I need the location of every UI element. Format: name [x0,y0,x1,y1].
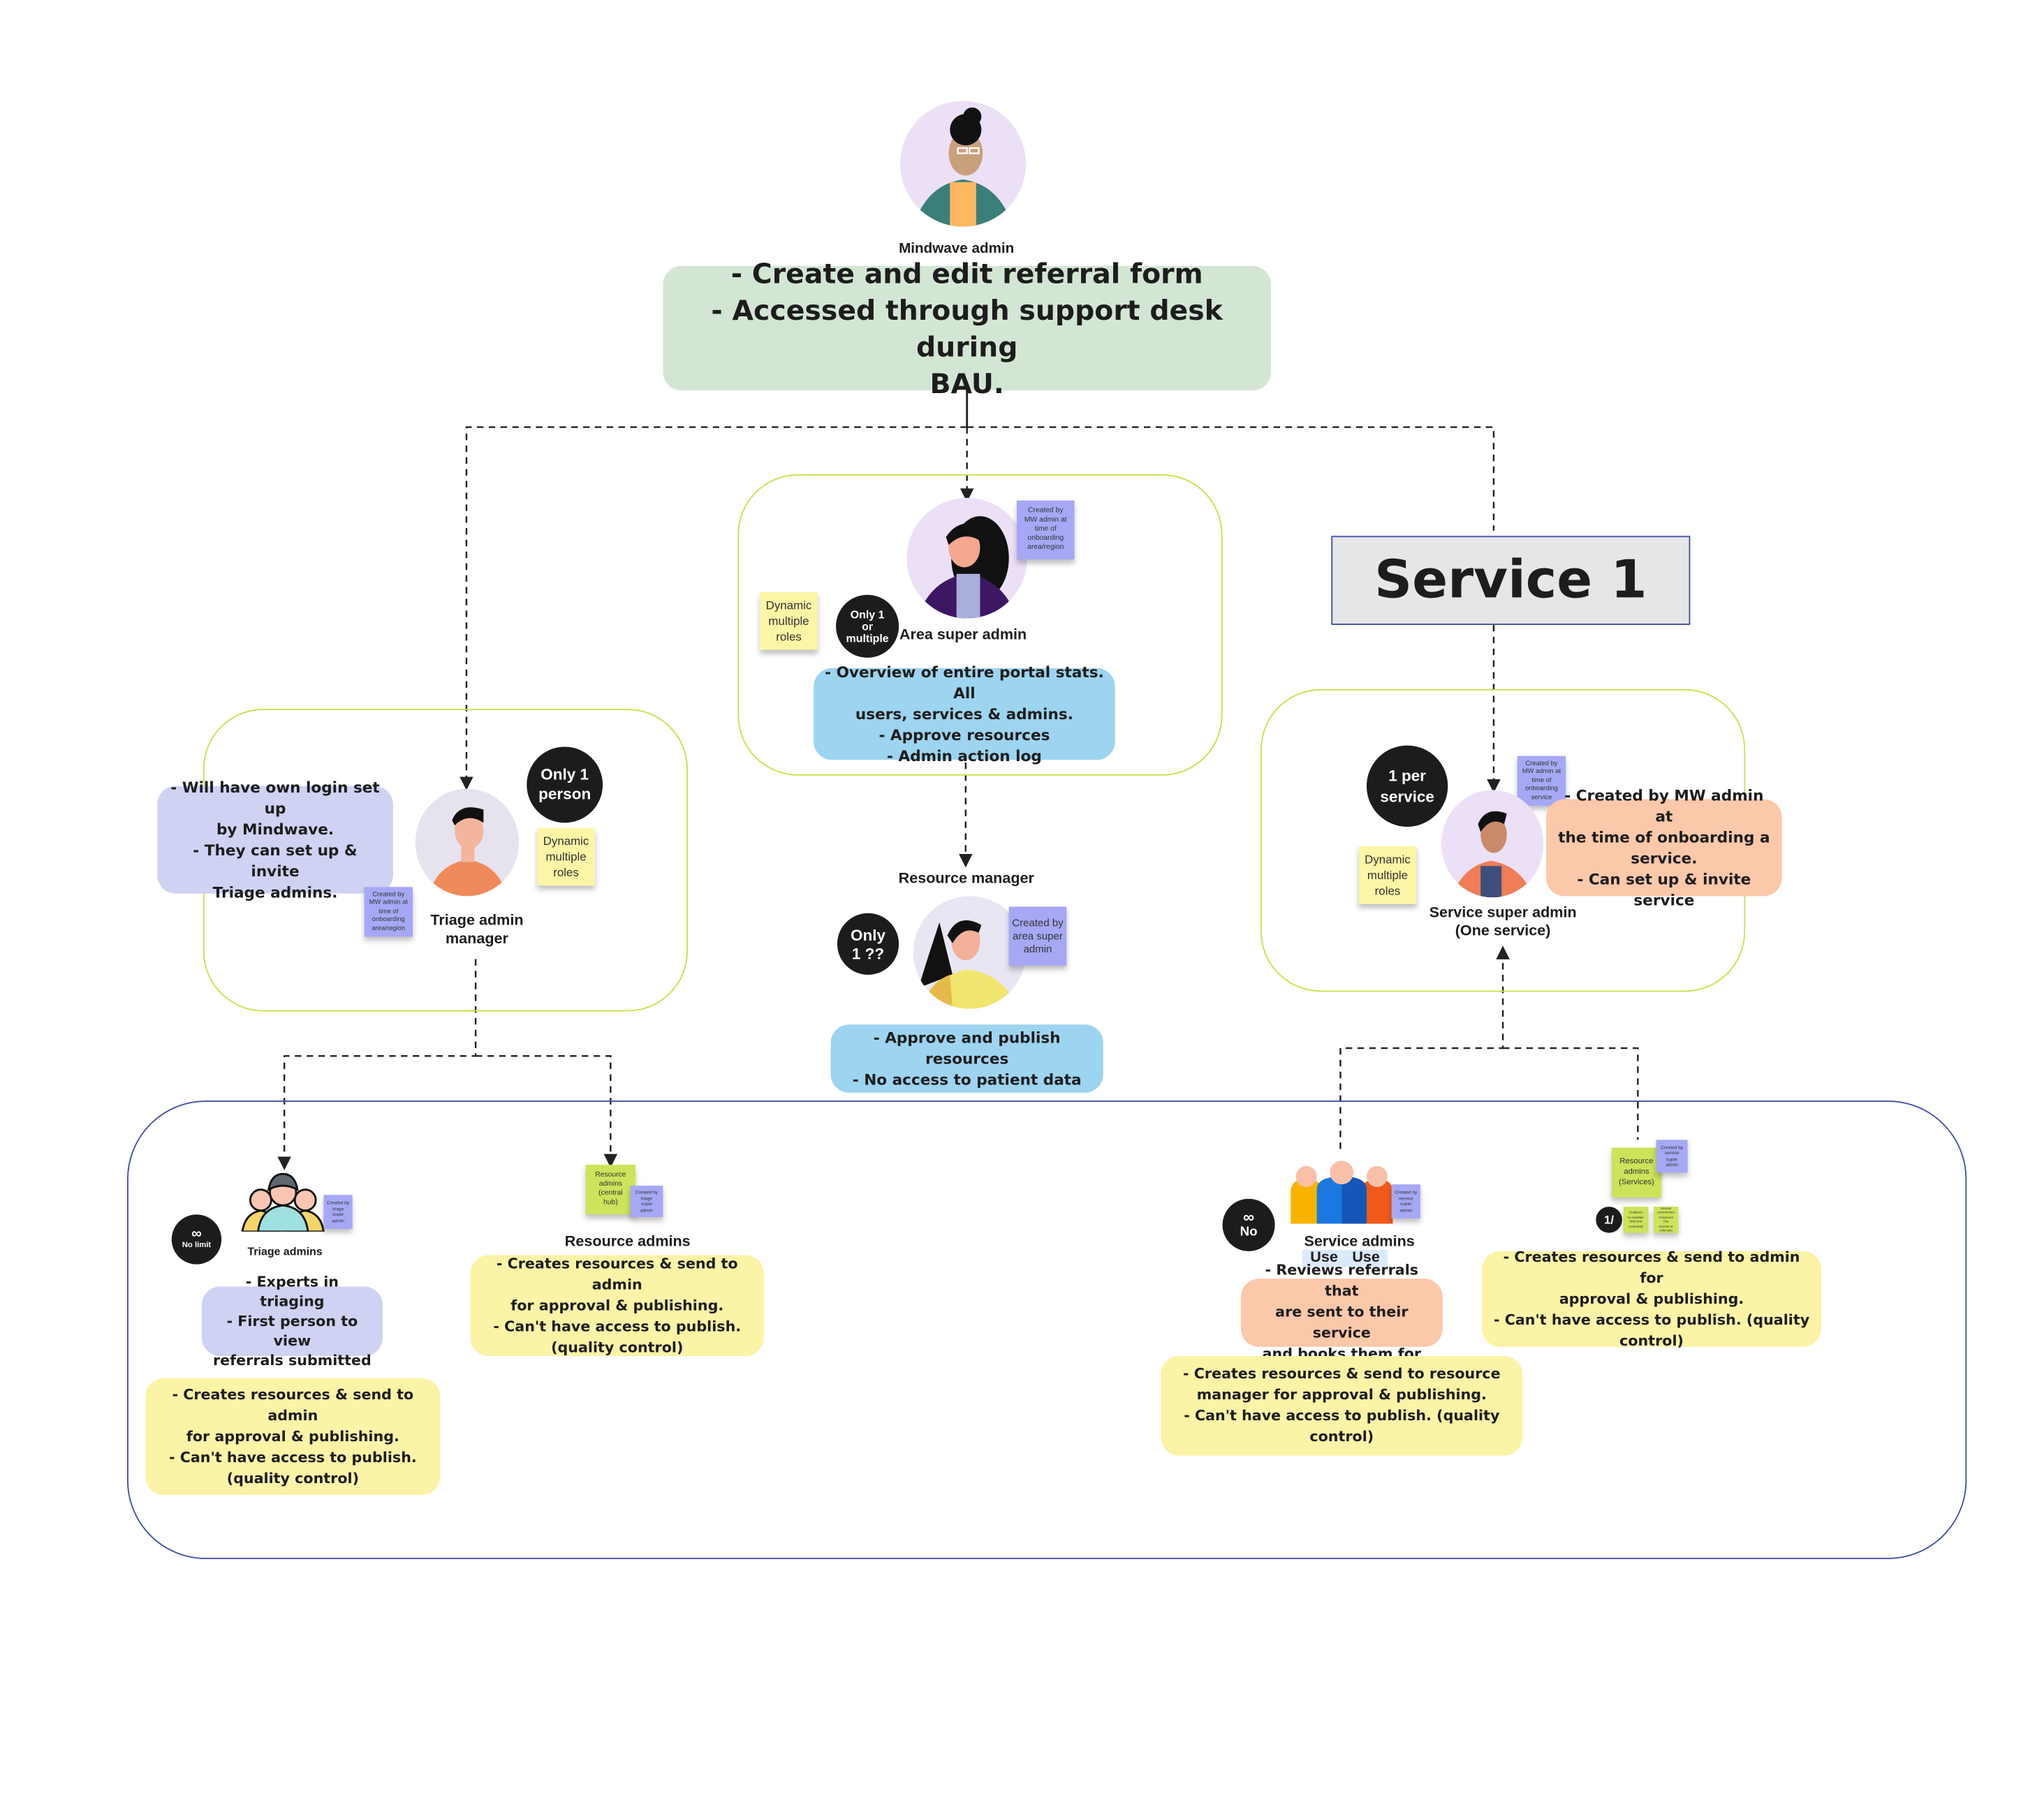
resource-admins-services-created-note: Created by service super admin [1656,1140,1688,1173]
service-admins-group-icon [1291,1161,1393,1224]
mindwave-admin-label: Mindwave admin [899,241,1015,257]
service-admins-count-badge: ∞ No [1222,1198,1275,1251]
resource-admins-services-description: - Creates resources & send to admin for … [1482,1248,1822,1349]
resource-admins-services-guidance-note: Guidance to maintain limit (not restrict… [1623,1207,1649,1233]
triage-admin-manager-description: - Will have own login set up by Mindwave… [157,779,393,901]
triage-admins-resources-description: - Creates resources & send to admin for … [145,1378,441,1495]
resource-admins-services-count-badge: 1/ [1596,1207,1622,1233]
triage-admin-manager-created-note: Created by MW admin at time of onboardin… [364,887,413,937]
resource-admins-central-description: - Creates resources & send to admin for … [470,1255,764,1356]
triage-admins-count-text: No limit [182,1242,212,1250]
connector-triage-to-admins [277,959,477,1170]
area-super-admin-avatar [906,497,1028,619]
service-title: Service 1 [1331,536,1691,625]
infinity-icon: ∞ [1243,1207,1255,1226]
service-super-admin-label: Service super admin (One service) [1429,905,1577,940]
triage-admin-manager-count-badge: Only 1 person [527,746,603,823]
triage-admins-created-note: Created by triage super admin [323,1195,353,1229]
service-super-admin-count-badge: 1 per service [1366,745,1448,827]
resource-admins-central-created-note: Created by triage super admin [630,1186,663,1218]
connector-triage-to-resource-admins [476,1055,618,1168]
triage-admins-count-badge: ∞ No limit [171,1214,222,1265]
triage-admins-group-icon [240,1171,326,1233]
triage-admins-label: Triage admins [247,1244,323,1258]
resource-manager-label: Resource manager [898,871,1034,887]
service-super-admin-avatar [1441,790,1544,898]
triage-admin-manager-avatar [415,788,520,897]
connector-hub-to-triage [459,426,967,790]
triage-admin-manager-roles-note: Dynamic multiple roles [537,827,595,886]
resource-admins-central-label: Resource admins [564,1234,691,1250]
service-super-admin-created-note: Created by MW admin at time of onboardin… [1517,756,1566,806]
infinity-icon: ∞ [191,1226,202,1242]
connector-hub-to-service [966,426,1495,531]
person-icon [1451,811,1534,898]
service-super-admin-description: - Created by MW admin at the time of onb… [1546,786,1782,909]
person-icon [913,107,1013,227]
service-admins-use-tag: Use [1344,1249,1388,1267]
resource-admins-services-commission-note: Service commission resources (No access … [1653,1206,1679,1233]
person-icon [917,516,1017,619]
connector-service-admins-to-ssa [1339,945,1510,1149]
resource-manager-avatar [913,896,1027,1009]
service-super-admin-roles-note: Dynamic multiple roles [1358,846,1417,904]
service-admins-use-tag: Use [1302,1249,1346,1267]
person-icon [428,807,508,897]
service-admins-label: Service admins [1304,1234,1415,1250]
area-super-admin-description: - Overview of entire portal stats. All u… [814,663,1115,765]
service-admins-description: - Reviews referrals that are sent to the… [1240,1262,1443,1362]
triage-admin-manager-label: Triage admin manager [430,913,524,948]
area-super-admin-frame [737,474,1223,776]
service-admins-created-note: Created by service super admin [1391,1184,1420,1218]
area-super-admin-roles-note: Dynamic multiple roles [760,592,818,650]
mindwave-admin-avatar [900,101,1027,227]
area-super-admin-created-note: Created by MW admin at time of onboardin… [1017,500,1075,560]
service-admins-resources-description: - Creates resources & send to resource m… [1161,1355,1523,1456]
resource-manager-description: - Approve and publish resources - No acc… [830,1024,1103,1093]
service-admins-count-text: No [1240,1224,1258,1239]
connector-resource-admins-services [1503,1047,1639,1140]
resource-manager-created-note: Created by area super admin [1008,906,1067,966]
triage-admins-description: - Experts in triaging - First person to … [201,1274,383,1369]
resource-admins-central-note: Resource admins (central hub) [585,1165,636,1215]
mindwave-admin-description: - Create and edit referral form - Access… [663,258,1272,399]
resource-manager-count-badge: Only 1 ?? [837,913,899,975]
area-super-admin-count-badge: Only 1 or multiple [836,594,899,658]
area-super-admin-label: Area super admin [899,627,1027,644]
person-icon [918,920,1018,1009]
resource-admins-services-note: Resource admins (Services) [1611,1147,1662,1198]
admins-group-frame [127,1100,1967,1559]
